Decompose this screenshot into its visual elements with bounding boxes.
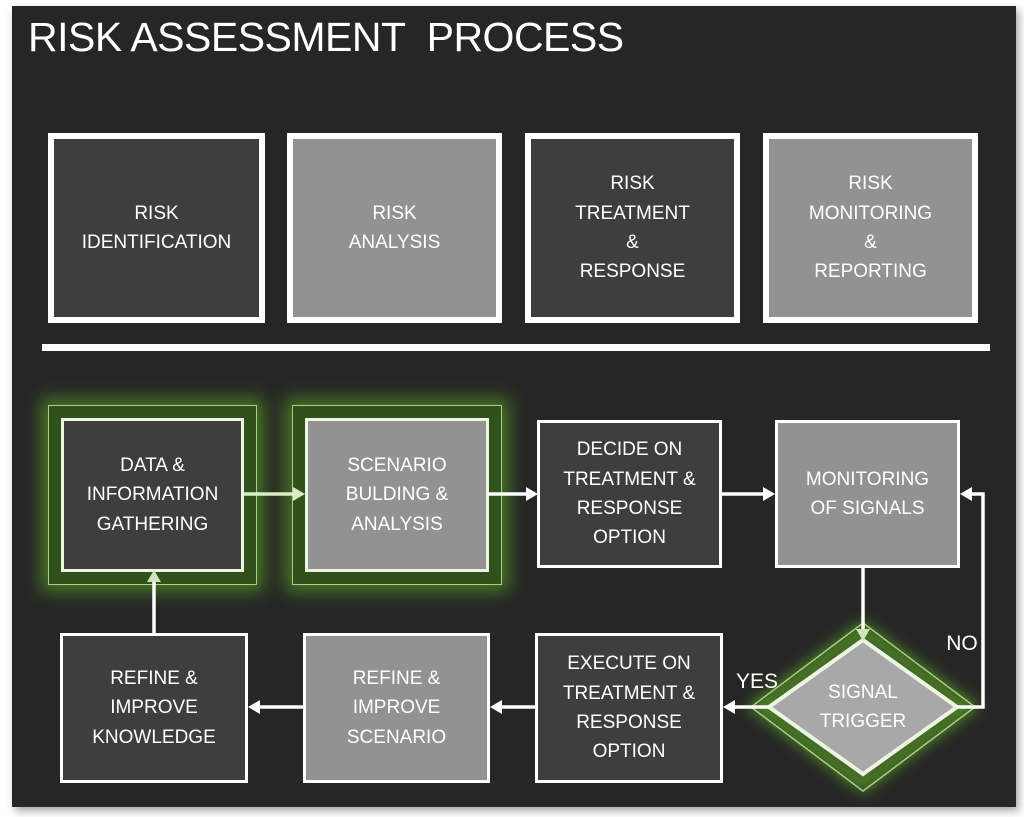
arrow-monitoring-to-signal-trigger <box>856 568 870 641</box>
flow-box-label: SCENARIO BULDING & ANALYSIS <box>345 454 449 535</box>
flow-box-label: DATA & INFORMATION GATHERING <box>86 454 219 535</box>
flow-box-refine-improve-knowledge: REFINE & IMPROVE KNOWLEDGE <box>60 633 248 783</box>
top-box-label: RISK IDENTIFICATION <box>81 202 232 253</box>
flow-box-decide-treatment-response: DECIDE ON TREATMENT & RESPONSE OPTION <box>537 420 722 568</box>
top-box-risk-analysis: RISK ANALYSIS <box>287 133 502 323</box>
arrow-execute-to-refine-scenario <box>490 700 535 714</box>
no-label: NO <box>946 632 978 655</box>
flow-box-label: REFINE & IMPROVE KNOWLEDGE <box>92 667 216 748</box>
top-box-risk-treatment-response: RISK TREATMENT & RESPONSE <box>525 133 740 323</box>
flow-box-refine-improve-scenario: REFINE & IMPROVE SCENARIO <box>303 633 490 783</box>
section-divider <box>42 344 990 351</box>
arrow-no-loop-trigger-to-monitoring <box>957 487 985 709</box>
flow-box-label: MONITORING OF SIGNALS <box>805 468 930 519</box>
slide-background: RISK ASSESSMENT PROCESS RISK IDENTIFICAT… <box>12 6 1016 807</box>
arrow-yes-trigger-to-execute <box>723 700 769 714</box>
top-box-label: RISK MONITORING & REPORTING <box>808 173 933 283</box>
flow-box-label: DECIDE ON TREATMENT & RESPONSE OPTION <box>563 439 696 549</box>
top-box-risk-monitoring-reporting: RISK MONITORING & REPORTING <box>763 133 978 323</box>
flow-box-execute-treatment-response: EXECUTE ON TREATMENT & RESPONSE OPTION <box>535 633 723 783</box>
flow-box-label: EXECUTE ON TREATMENT & RESPONSE OPTION <box>562 653 696 763</box>
flow-box-monitoring-of-signals: MONITORING OF SIGNALS <box>775 420 960 568</box>
yes-label: YES <box>735 670 779 693</box>
arrow-decide-to-monitoring <box>722 487 775 501</box>
page-title: RISK ASSESSMENT PROCESS <box>28 14 624 60</box>
arrow-refine-scenario-to-refine-knowledge <box>248 700 303 714</box>
diamond-label-wrap: SIGNAL TRIGGER <box>793 667 933 747</box>
diamond-label: SIGNAL TRIGGER <box>819 681 907 732</box>
flow-box-data-information-gathering: DATA & INFORMATION GATHERING <box>48 405 257 585</box>
top-box-label: RISK ANALYSIS <box>348 202 441 253</box>
top-box-risk-identification: RISK IDENTIFICATION <box>48 133 265 323</box>
flow-box-scenario-building-analysis: SCENARIO BULDING & ANALYSIS <box>292 405 502 585</box>
top-box-label: RISK TREATMENT & RESPONSE <box>575 173 690 283</box>
flow-box-label: REFINE & IMPROVE SCENARIO <box>346 667 447 748</box>
